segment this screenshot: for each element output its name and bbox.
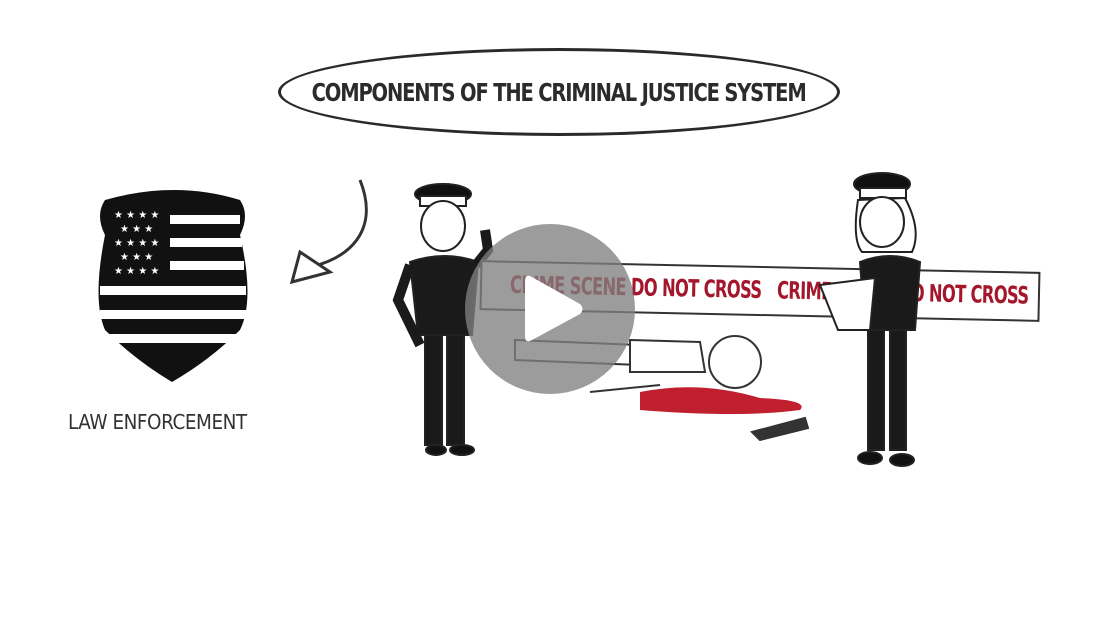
svg-text:★ ★ ★ ★: ★ ★ ★ ★	[114, 266, 159, 277]
title-banner: COMPONENTS OF THE CRIMINAL JUSTICE SYSTE…	[278, 48, 840, 136]
law-enforcement-label: LAW ENFORCEMENT	[68, 410, 247, 434]
law-enforcement-badge-icon: ★ ★ ★ ★ ★ ★ ★ ★ ★ ★ ★ ★ ★ ★ ★ ★ ★ ★	[98, 190, 248, 382]
arrow-icon	[304, 179, 368, 270]
svg-text:★ ★ ★: ★ ★ ★	[120, 252, 153, 263]
svg-text:★ ★ ★ ★: ★ ★ ★ ★	[114, 210, 159, 221]
play-icon	[525, 275, 583, 342]
video-title: COMPONENTS OF THE CRIMINAL JUSTICE SYSTE…	[312, 77, 807, 107]
tape-text: CRIME SCENE DO NOT CROSS	[776, 276, 1029, 310]
play-button[interactable]	[465, 224, 635, 394]
svg-text:★ ★ ★: ★ ★ ★	[120, 224, 153, 235]
svg-text:★ ★ ★ ★: ★ ★ ★ ★	[114, 238, 159, 249]
